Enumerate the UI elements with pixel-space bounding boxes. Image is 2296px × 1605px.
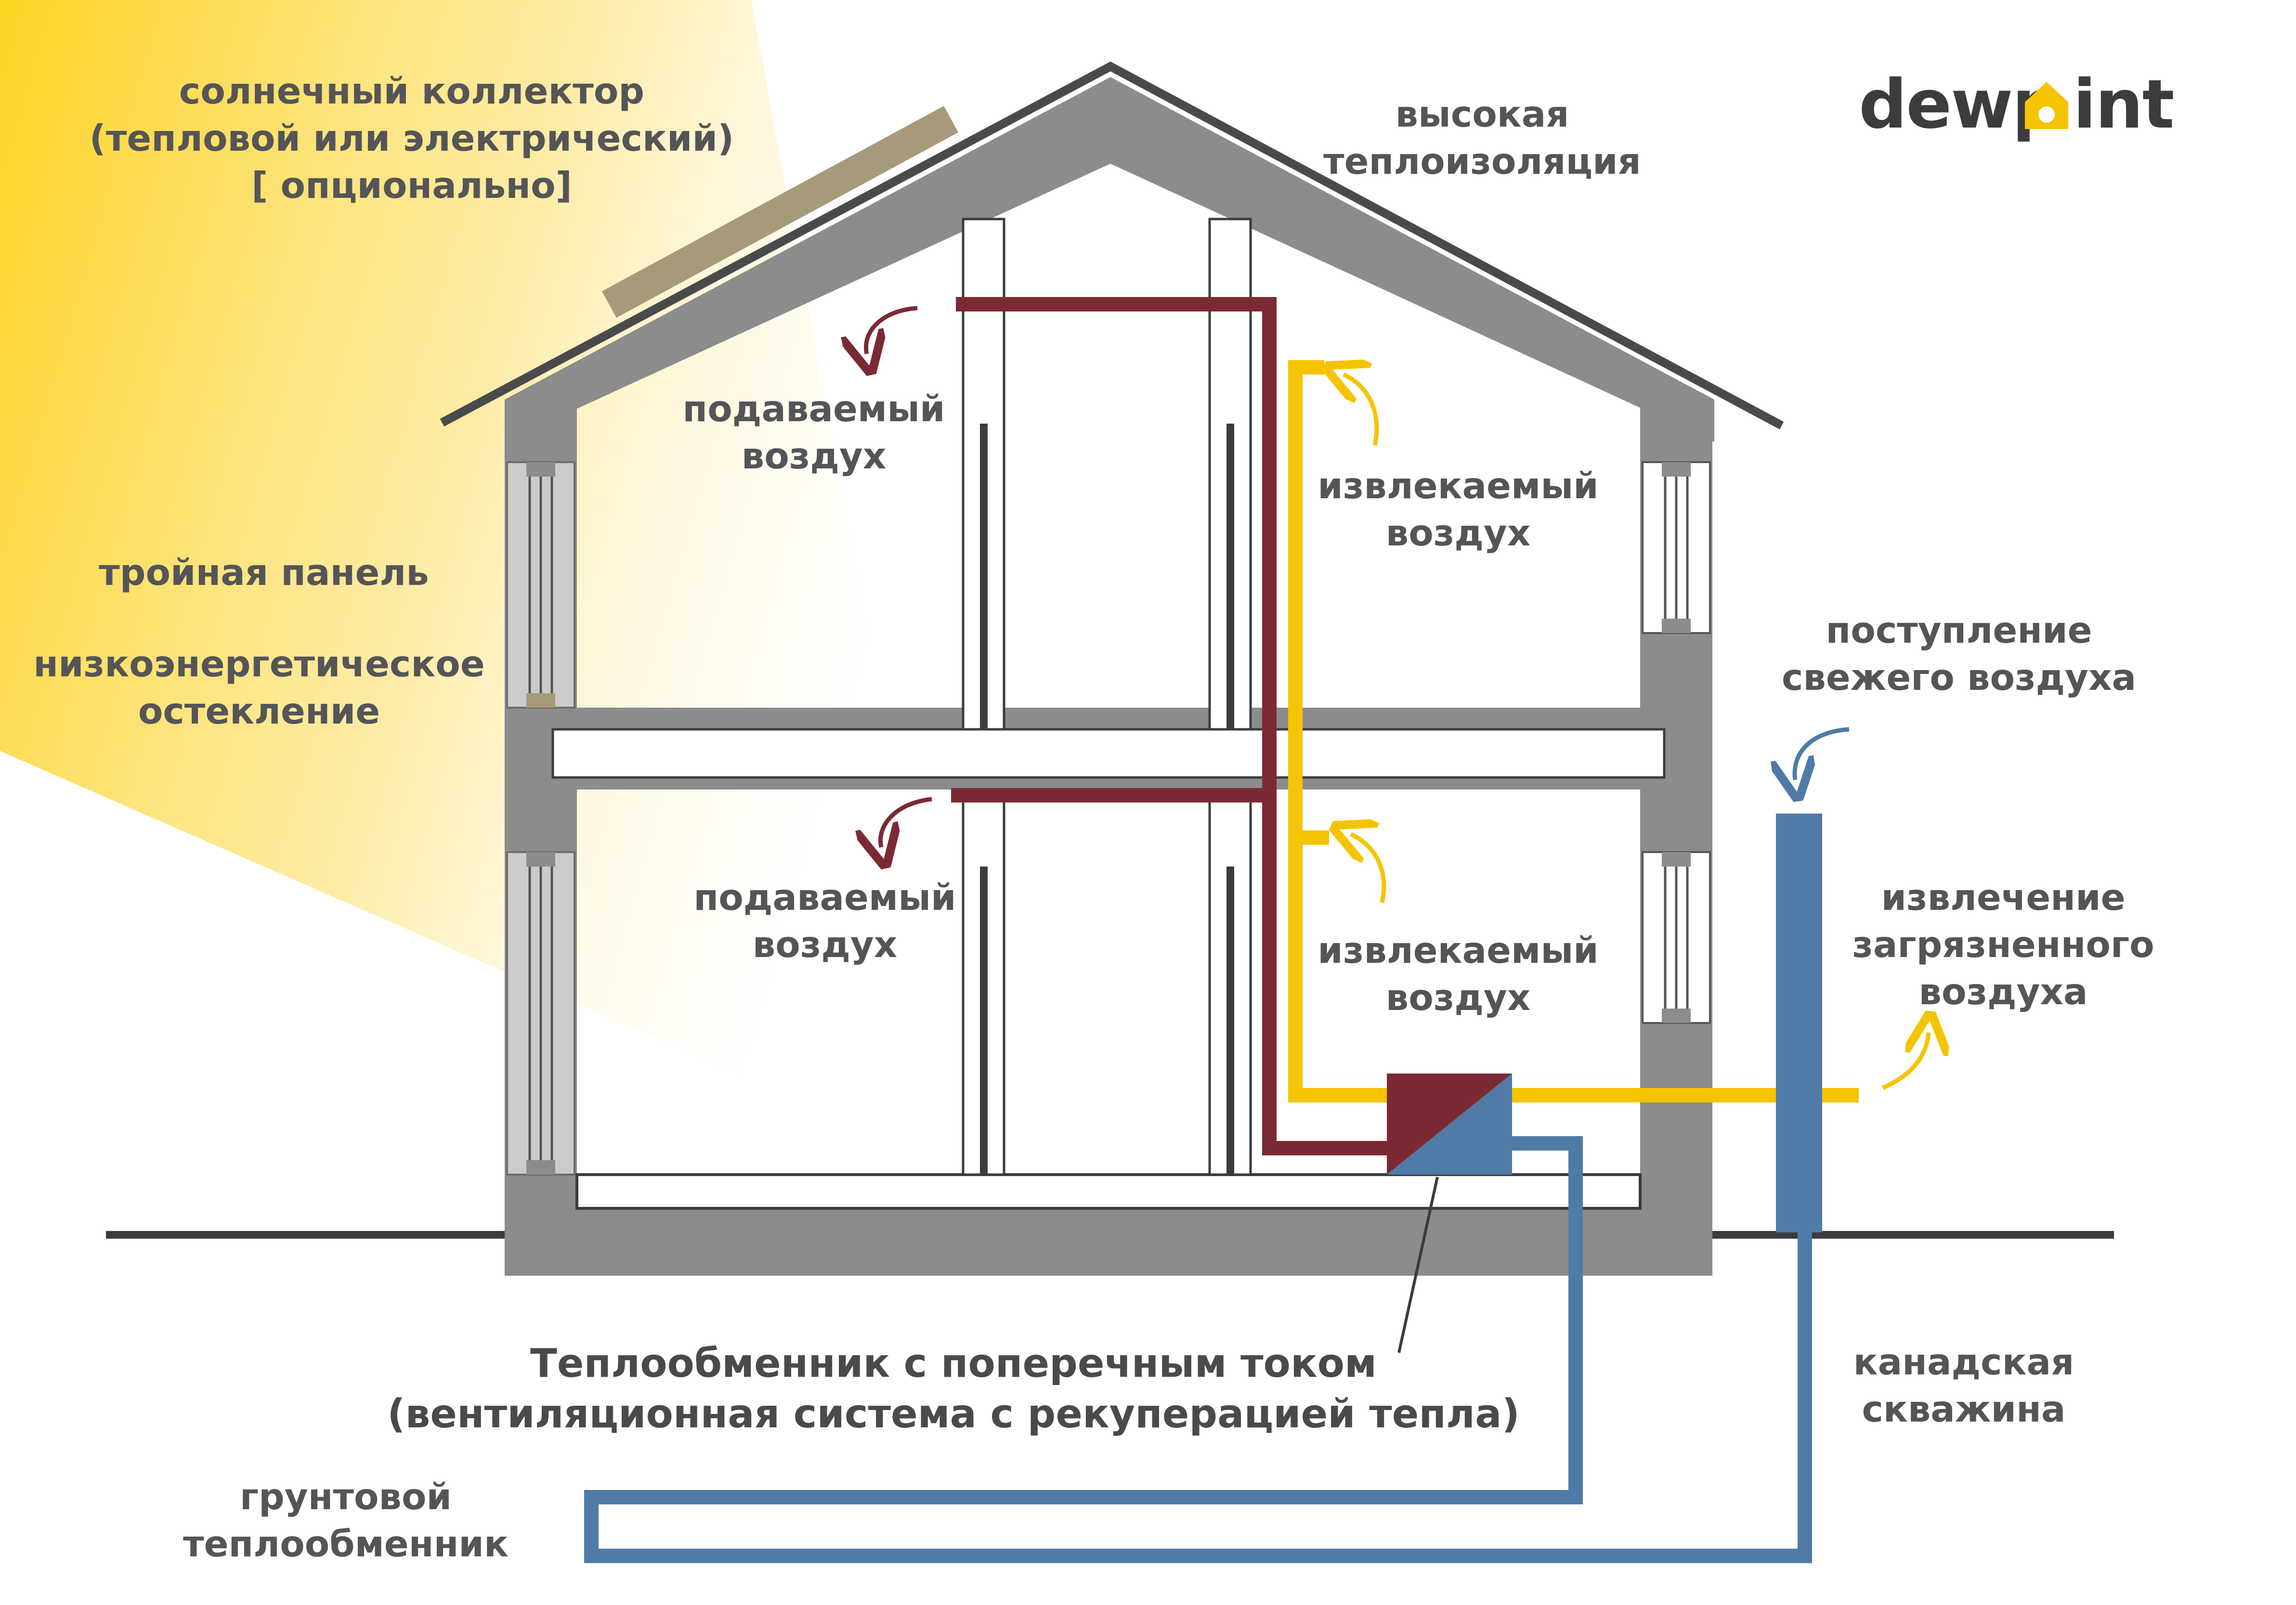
partition-core-right-lower [1226, 867, 1234, 1175]
supply-air-upper-line-1: подаваемый [682, 388, 945, 430]
solar-collector-panel [602, 106, 958, 318]
supply-air-upper-line-2: воздух [742, 435, 886, 477]
extract-duct [1288, 360, 1859, 1102]
ground-floor-base [575, 1173, 1642, 1210]
polluted-air-exhaust-line-3: воздуха [1918, 971, 2087, 1013]
extract-air-upper-line-1: извлекаемый [1318, 465, 1598, 507]
label-ground-heat-exchanger: грунтовой теплообменник [183, 1476, 509, 1565]
roof-insulation [505, 77, 1714, 442]
extract-arrow-upper-icon [1344, 375, 1379, 446]
brand-logo: dewp int [1859, 65, 2175, 144]
extract-air-upper-line-2: воздух [1386, 512, 1530, 554]
canadian-well-line-2: скважина [1862, 1388, 2065, 1430]
label-supply-air-upper: подаваемый воздух [682, 388, 945, 477]
partition-core-left-lower [980, 867, 988, 1175]
exhaust-arrow-icon [1882, 1033, 1929, 1090]
label-canadian-well: канадская скважина [1853, 1341, 2074, 1430]
canadian-well-pipe [1776, 814, 1822, 1232]
logo-house-icon [2025, 82, 2068, 129]
right-window-upper [1642, 461, 1711, 634]
label-polluted-air-exhaust: извлечение загрязненного воздуха [1852, 876, 2154, 1013]
fresh-air-arrow-icon [1795, 727, 1850, 780]
label-fresh-air-intake: поступление свежего воздуха [1782, 609, 2136, 699]
supply-duct [956, 297, 1387, 1155]
fresh-air-intake-line-2: свежего воздуха [1782, 656, 2136, 699]
label-heat-exchanger: Теплообменник с поперечным током (вентил… [387, 1341, 1520, 1437]
supply-arrow-lower-icon [880, 797, 932, 847]
right-window-lower [1642, 851, 1711, 1024]
fresh-air-intake-line-1: поступление [1826, 609, 2092, 651]
left-window-upper [506, 461, 575, 709]
low-energy-glazing-line-1: низкоэнергетическое [33, 643, 484, 685]
label-supply-air-lower: подаваемый воздух [693, 876, 956, 966]
heat-exchanger-leader [1397, 1177, 1439, 1353]
solar-collector-line-2: (тепловой или электрический) [90, 117, 734, 159]
label-solar-collector: солнечный коллектор (тепловой или электр… [90, 70, 734, 207]
extract-arrow-lower-icon [1351, 834, 1386, 903]
ground-heat-exchanger-line-1: грунтовой [240, 1476, 452, 1518]
roof-outline [440, 61, 1784, 429]
left-window-lower [506, 851, 575, 1176]
extract-air-lower-line-1: извлекаемый [1318, 929, 1598, 971]
label-triple-panel: тройная панель [99, 551, 429, 594]
logo-text-suffix: int [2073, 65, 2174, 144]
extract-air-lower-line-2: воздух [1386, 976, 1530, 1019]
supply-air-lower-line-1: подаваемый [693, 876, 956, 919]
label-extract-air-lower: извлекаемый воздух [1318, 929, 1598, 1019]
high-insulation-line-2: теплоизоляция [1323, 140, 1641, 182]
label-high-insulation: высокая теплоизоляция [1323, 93, 1641, 182]
polluted-air-exhaust-line-1: извлечение [1881, 876, 2126, 919]
partition-core-right-upper [1226, 424, 1234, 729]
low-energy-glazing-line-2: остекление [138, 690, 380, 732]
polluted-air-exhaust-line-2: загрязненного [1852, 923, 2154, 966]
label-extract-air-upper: извлекаемый воздух [1318, 465, 1598, 554]
high-insulation-line-1: высокая [1396, 93, 1569, 135]
heat-exchanger-line-1: Теплообменник с поперечным током [530, 1341, 1377, 1386]
heat-exchanger-line-2: (вентиляционная система с рекуперацией т… [387, 1391, 1520, 1437]
supply-arrow-upper-icon [866, 306, 918, 354]
ground-heat-exchanger-duct [584, 1136, 1812, 1563]
canadian-well-line-1: канадская [1853, 1341, 2074, 1383]
intermediate-floor [551, 728, 1666, 779]
partition-core-left-upper [980, 424, 988, 729]
ground-heat-exchanger-line-2: теплообменник [183, 1523, 509, 1565]
supply-air-lower-line-2: воздух [753, 923, 897, 966]
heat-exchanger-unit [1387, 1074, 1512, 1175]
label-low-energy-glazing: низкоэнергетическое остекление [33, 643, 484, 732]
solar-collector-line-1: солнечный коллектор [179, 70, 644, 112]
solar-collector-line-3: [ опционально] [251, 164, 572, 207]
